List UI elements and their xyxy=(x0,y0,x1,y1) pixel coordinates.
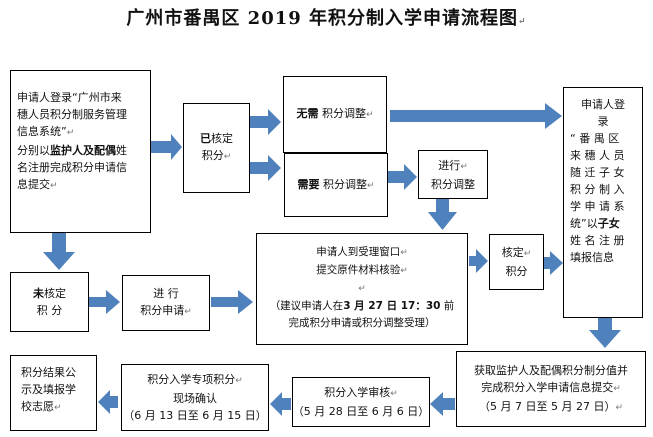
arrow-to-no-need xyxy=(250,109,281,135)
arrow-to-verified xyxy=(151,134,182,160)
arrow-to-review xyxy=(430,392,455,416)
publish-result-box: 积分结果公 示及填报学 校志愿↵ xyxy=(10,355,97,431)
arrow-to-apply xyxy=(89,290,120,314)
login-child-box: 申请人登 录 “ 番 禺 区 来 穗 人 员 随 迁 子 女 积 分 制 入 学… xyxy=(563,87,643,318)
window-check-box: 申请人到受理窗口↵ 提交原件材料核验↵ ↵ （建议申请人在3 月 27 日 17… xyxy=(256,233,468,345)
arrow-to-confirm xyxy=(270,392,291,416)
arrow-to-determine xyxy=(469,249,488,273)
login-system-text: 申请人登录“广州市来 穗人员积分制服务管理 信息系统”↵ 分别以监护人及配偶姓 … xyxy=(17,91,127,191)
apply-points-box: 进 行 积分申请↵ xyxy=(122,275,210,331)
arrow-down-to-unverified xyxy=(43,233,75,270)
verified-box: 已核定 积分↵ xyxy=(183,103,250,193)
get-points-box: 获取监护人及配偶积分制分值并 完成积分入学申请信息提交↵ （5 月 7 日至 5… xyxy=(456,351,646,427)
arrow-down-from-adjust xyxy=(428,198,457,230)
arrow-to-do-adjust xyxy=(388,164,417,190)
need-adjust-box: 需要 积分调整↵ xyxy=(284,153,388,217)
arrow-to-publish xyxy=(98,390,118,414)
no-need-adjust-box: 无需 积分调整↵ xyxy=(283,76,387,153)
arrow-to-login-child xyxy=(390,103,562,129)
determine-points-box: 核定↵ 积分 xyxy=(489,234,544,290)
login-system-box: 申请人登录“广州市来 穗人员积分制服务管理 信息系统”↵ 分别以监护人及配偶姓 … xyxy=(10,70,151,233)
review-box: 积分入学审核↵ （5 月 28 日至 6 月 6 日） xyxy=(292,377,430,427)
arrow-down-to-get-points xyxy=(589,318,621,348)
on-site-confirm-box: 积分入学专项积分↵ 现场确认 （6 月 13 日至 6 月 15 日） xyxy=(121,364,269,431)
unverified-box: 未核定 积 分 xyxy=(10,272,89,332)
arrow-to-need xyxy=(250,155,281,181)
arrow-to-child-from-determine xyxy=(544,251,563,275)
arrow-to-window-check xyxy=(211,290,253,314)
page-title: 广州市番禺区 2019 年积分制入学申请流程图↵ xyxy=(126,8,527,29)
do-adjust-box: 进行↵ 积分调整 xyxy=(418,150,488,199)
